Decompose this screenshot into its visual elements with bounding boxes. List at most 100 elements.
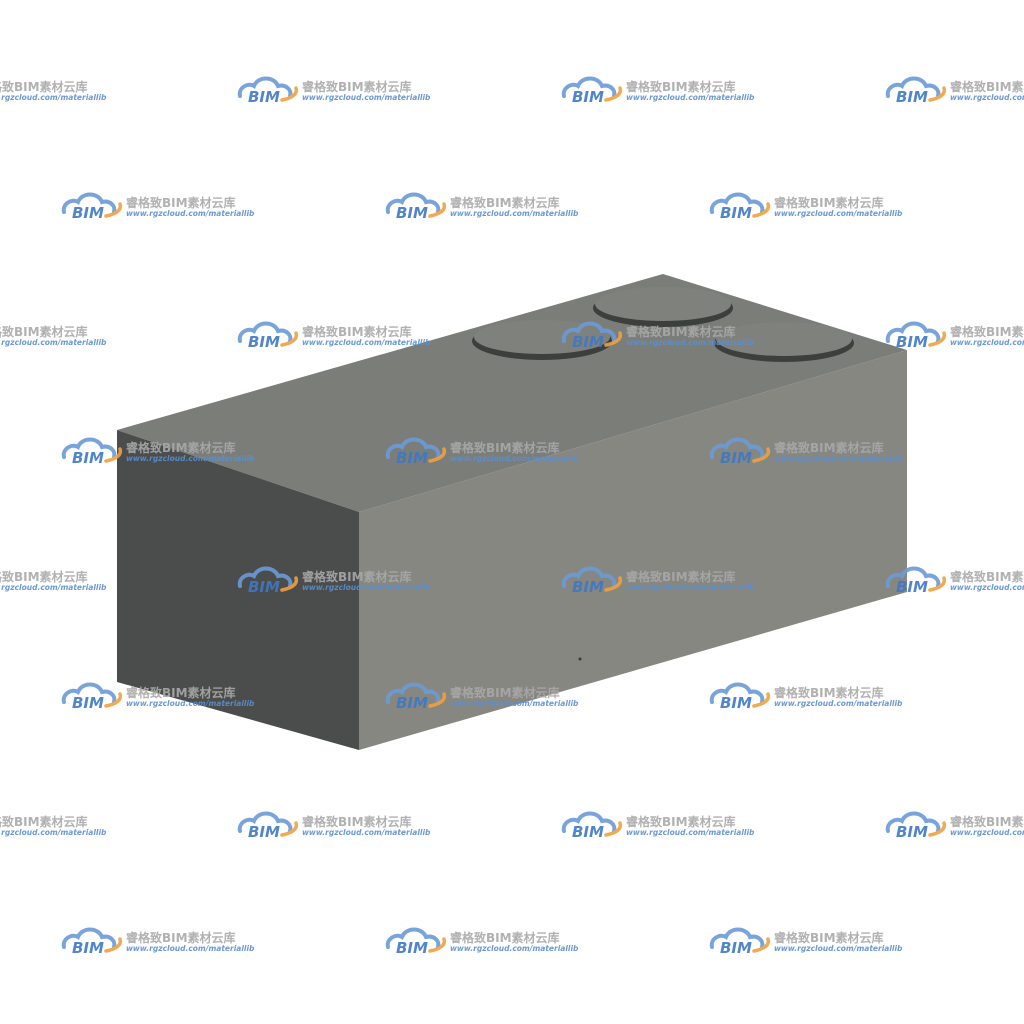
watermark-title: 睿格致BIM素材云库 bbox=[302, 79, 412, 94]
watermark-url: www.rgzcloud.com/materiallib bbox=[450, 454, 579, 463]
watermark-url: www.rgzcloud.com/materiallib bbox=[774, 944, 903, 953]
cloud-icon bbox=[385, 927, 441, 949]
cloud-icon bbox=[561, 811, 617, 833]
swoosh-icon bbox=[752, 937, 771, 953]
watermark-logo: BIM睿格致BIM素材云库www.rgzcloud.com/materialli… bbox=[237, 76, 431, 106]
watermark-title: 睿格致BIM素材云库 bbox=[126, 930, 236, 945]
cloud-icon bbox=[885, 811, 941, 833]
cloud-icon bbox=[561, 321, 617, 343]
watermark-bim-label: BIM bbox=[572, 823, 604, 841]
watermark-url: www.rgzcloud.com/materiallib bbox=[126, 454, 255, 463]
watermark-bim-label: BIM bbox=[248, 333, 280, 351]
watermark-title: 睿格致BIM素材云库 bbox=[626, 569, 736, 584]
watermark-logo: BIM睿格致BIM素材云库www.rgzcloud.com/materialli… bbox=[0, 814, 107, 837]
watermark-bim-label: BIM bbox=[248, 823, 280, 841]
watermark-url: www.rgzcloud.com/materiallib bbox=[302, 828, 431, 837]
swoosh-icon bbox=[280, 331, 299, 347]
swoosh-icon bbox=[752, 202, 771, 218]
watermark-bim-label: BIM bbox=[572, 578, 604, 596]
watermark-bim-label: BIM bbox=[896, 88, 928, 106]
watermark-logo: BIM睿格致BIM素材云库www.rgzcloud.com/materialli… bbox=[709, 927, 903, 957]
watermark-url: www.rgzcloud.com/materiallib bbox=[626, 338, 755, 347]
watermark-bim-label: BIM bbox=[572, 88, 604, 106]
watermark-url: www.rgzcloud.com/materiallib bbox=[950, 828, 1024, 837]
watermark-bim-label: BIM bbox=[72, 449, 104, 467]
watermark-title: 睿格致BIM素材云库 bbox=[950, 569, 1024, 584]
watermark-title: 睿格致BIM素材云库 bbox=[126, 440, 236, 455]
watermark-bim-label: BIM bbox=[396, 204, 428, 222]
watermark-title: 睿格致BIM素材云库 bbox=[450, 440, 560, 455]
watermark-logo: BIM 睿格致BIM素材云库www.rgzcloud.com/materialli… bbox=[61, 682, 255, 712]
watermark-title: 睿格致BIM素材云库 bbox=[450, 930, 560, 945]
cloud-icon bbox=[61, 682, 117, 704]
cloud-icon bbox=[61, 437, 117, 459]
watermark-logo: BIM睿格致BIM素材云库www.rgzcloud.com/materialli… bbox=[885, 811, 1024, 841]
swoosh-icon bbox=[104, 202, 123, 218]
watermark-logo: BIM睿格致BIM素材云库www.rgzcloud.com/materialli… bbox=[385, 682, 579, 712]
cloud-icon bbox=[709, 682, 765, 704]
block-top-face bbox=[117, 274, 907, 512]
cloud-icon bbox=[561, 76, 617, 98]
watermark-logo: BIM睿格致BIM素材云库www.rgzcloud.com/materialli… bbox=[0, 324, 107, 347]
watermark-bim-label: BIM bbox=[72, 694, 104, 712]
watermark-url: www.rgzcloud.com/materiallib bbox=[126, 944, 255, 953]
watermark-bim-label: BIM bbox=[72, 204, 104, 222]
swoosh-icon bbox=[428, 692, 447, 708]
watermark-title: 睿格致BIM素材云库 bbox=[0, 324, 88, 339]
watermark-bim-label: BIM bbox=[720, 939, 752, 957]
watermark-url: www.rgzcloud.com/materiallib bbox=[302, 93, 431, 102]
swoosh-icon bbox=[928, 331, 947, 347]
watermark-title: 睿格致BIM素材云库 bbox=[626, 814, 736, 829]
swoosh-icon bbox=[604, 86, 623, 102]
watermark-logo: BIM睿格致BIM素材云库www.rgzcloud.com/materialli… bbox=[561, 811, 755, 841]
watermark-url: www.rgzcloud.com/materiallib bbox=[626, 93, 755, 102]
watermark-title: 睿格致BIM素材云库 bbox=[774, 685, 884, 700]
watermark-url: www.rgzcloud.com/materiallib bbox=[774, 699, 903, 708]
stud-3 bbox=[714, 322, 854, 362]
watermark-bim-label: BIM bbox=[720, 204, 752, 222]
watermark-logo: BIM睿格致BIM素材云库www.rgzcloud.com/materialli… bbox=[561, 566, 755, 596]
watermark-logo: BIM睿格致BIM素材云库www.rgzcloud.com/materialli… bbox=[561, 321, 755, 351]
watermark-title: 睿格致BIM素材云库 bbox=[0, 814, 88, 829]
stud-2 bbox=[593, 287, 733, 327]
cloud-icon bbox=[237, 566, 293, 588]
watermark-bim-label: BIM bbox=[396, 939, 428, 957]
swoosh-icon bbox=[428, 937, 447, 953]
watermark-logo: BIM睿格致BIM素材云库www.rgzcloud.com/materialli… bbox=[885, 76, 1024, 106]
watermark-logo: BIM睿格致BIM素材云库www.rgzcloud.com/materialli… bbox=[885, 566, 1024, 596]
cloud-icon bbox=[385, 682, 441, 704]
watermark-url: www.rgzcloud.com/materiallib bbox=[0, 93, 107, 102]
cloud-icon bbox=[385, 192, 441, 214]
cloud-icon bbox=[561, 566, 617, 588]
watermark-logo: BIM睿格致BIM素材云库www.rgzcloud.com/materialli… bbox=[0, 569, 107, 592]
swoosh-icon bbox=[752, 692, 771, 708]
watermark-url: www.rgzcloud.com/materiallib bbox=[450, 944, 579, 953]
swoosh-icon bbox=[752, 447, 771, 463]
cloud-icon bbox=[237, 321, 293, 343]
watermark-bim-label: BIM bbox=[896, 823, 928, 841]
watermark-title: 睿格致BIM素材云库 bbox=[126, 685, 236, 700]
watermark-logo: BIM 睿格致BIM素材云库www.rgzcloud.com/materialli… bbox=[61, 437, 255, 467]
watermark-bim-label: BIM bbox=[720, 449, 752, 467]
swoosh-icon bbox=[428, 202, 447, 218]
watermark-title: 睿格致BIM素材云库 bbox=[302, 324, 412, 339]
cloud-icon bbox=[885, 566, 941, 588]
swoosh-icon bbox=[104, 937, 123, 953]
swoosh-icon bbox=[280, 576, 299, 592]
watermark-logo: BIM睿格致BIM素材云库www.rgzcloud.com/materialli… bbox=[385, 437, 579, 467]
cloud-icon bbox=[237, 76, 293, 98]
swoosh-icon bbox=[928, 821, 947, 837]
cloud-icon bbox=[385, 437, 441, 459]
watermark-bim-label: BIM bbox=[896, 578, 928, 596]
watermark-url: www.rgzcloud.com/materiallib bbox=[126, 699, 255, 708]
swoosh-icon bbox=[280, 86, 299, 102]
watermark-logo: BIM睿格致BIM素材云库www.rgzcloud.com/materialli… bbox=[237, 321, 431, 351]
swoosh-icon bbox=[604, 331, 623, 347]
watermark-bim-label: BIM bbox=[572, 333, 604, 351]
cloud-icon bbox=[885, 321, 941, 343]
cloud-icon bbox=[885, 76, 941, 98]
watermark-logo: BIM睿格致BIM素材云库www.rgzcloud.com/materialli… bbox=[0, 79, 107, 102]
surface-speck bbox=[578, 657, 582, 661]
cloud-icon bbox=[61, 192, 117, 214]
